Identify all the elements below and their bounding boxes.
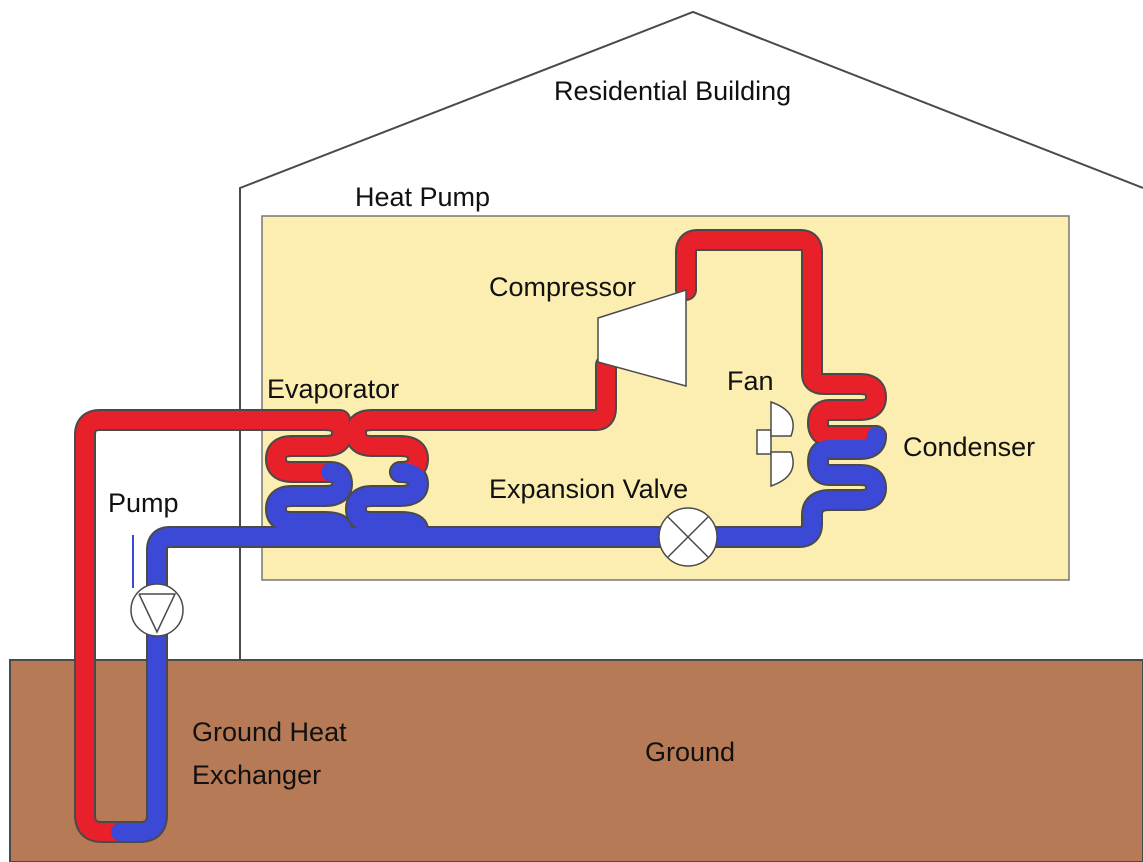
cold-pipes [111, 427, 885, 841]
fan-label: Fan [727, 366, 774, 396]
ground-area [9, 659, 1143, 862]
compressor-label: Compressor [489, 272, 636, 302]
expansion-valve-icon [658, 507, 718, 567]
expansion-valve-label: Expansion Valve [489, 474, 688, 504]
ground-label: Ground [645, 737, 735, 767]
fan-icon [756, 400, 794, 488]
heat-pump-label: Heat Pump [355, 182, 490, 212]
condenser-label: Condenser [903, 432, 1035, 462]
building-label: Residential Building [554, 76, 791, 106]
ground-heat-exchanger-label-line2: Exchanger [192, 760, 321, 790]
ground-heat-exchanger-label-line1: Ground Heat [192, 717, 347, 747]
hot-pipes [76, 231, 885, 841]
compressor-icon [597, 288, 687, 387]
pump-label: Pump [108, 488, 179, 518]
pump-icon [130, 535, 184, 637]
evaporator-label: Evaporator [267, 374, 399, 404]
